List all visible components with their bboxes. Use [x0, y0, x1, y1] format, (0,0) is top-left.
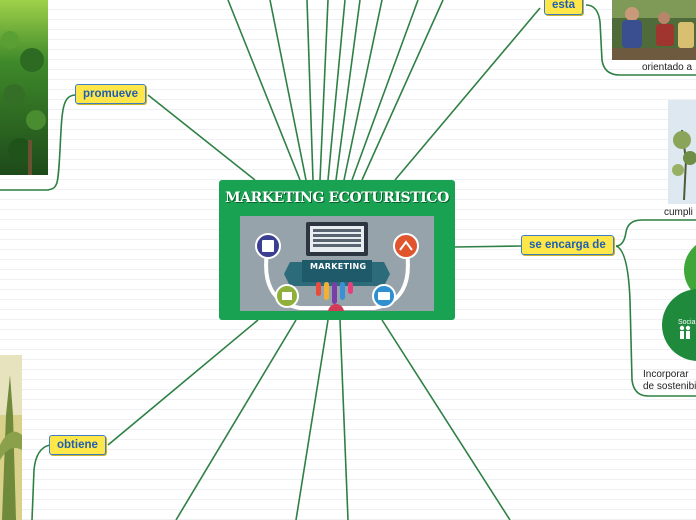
caption-incorporar-2: de sostenibil — [643, 381, 696, 392]
caption-social: Socia — [678, 319, 696, 326]
caption-cumpli: cumpli — [664, 207, 693, 218]
caption-incorporar-1: Incorporar — [643, 369, 689, 380]
caption-orientado: orientado a — [642, 62, 693, 73]
central-illustration: MARKETING — [240, 216, 434, 311]
branch-esta[interactable]: esta — [544, 0, 584, 15]
tree-photo — [668, 100, 696, 204]
central-topic[interactable]: MARKETING ECOTURISTICO — [219, 180, 455, 320]
plant-photo — [0, 355, 22, 520]
foliage-photo — [0, 0, 48, 175]
branch-obtiene[interactable]: obtiene — [49, 435, 106, 455]
central-banner: MARKETING — [310, 262, 367, 271]
sustainability-graphic — [656, 240, 696, 370]
people-photo — [612, 0, 696, 60]
branch-promueve[interactable]: promueve — [75, 84, 146, 104]
branch-se-encarga-de[interactable]: se encarga de — [521, 235, 614, 255]
central-title: MARKETING ECOTURISTICO — [225, 190, 449, 206]
